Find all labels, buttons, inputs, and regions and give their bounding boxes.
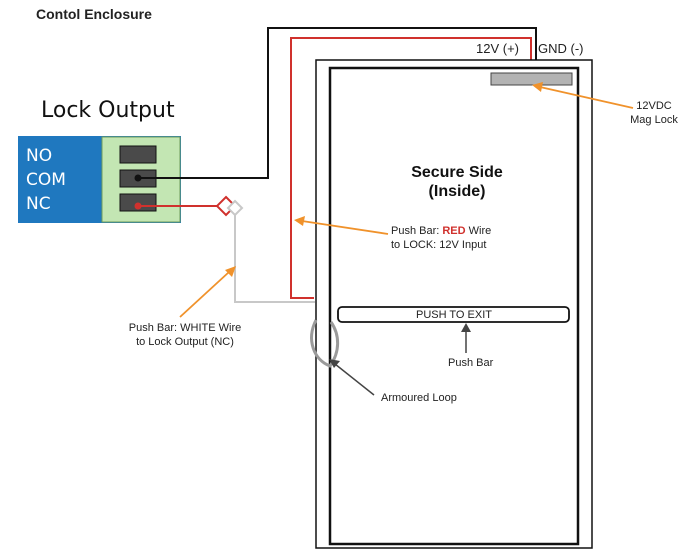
push-bar-label: Push Bar: [448, 357, 494, 369]
mag-lock: [490, 72, 573, 86]
nc-terminal-dot: [134, 202, 142, 210]
push-bar-arrow-head: [461, 323, 471, 332]
push-bar: [337, 306, 570, 323]
com-terminal-dot: [134, 174, 142, 182]
diagram-title: Contol Enclosure: [36, 6, 152, 22]
secure-side-line2: (Inside): [429, 183, 486, 200]
push-to-exit-label: PUSH TO EXIT: [416, 309, 492, 321]
mag-lock-label-line2: Mag Lock: [630, 114, 678, 126]
lock-output-heading: Lock Output: [41, 98, 175, 123]
red-wire-note-line2: to LOCK: 12V Input: [391, 239, 486, 251]
red-wire-arrow-head: [294, 216, 305, 226]
red-wire-note-line1: Push Bar: RED Wire: [391, 225, 491, 237]
red-wire-note-suffix: Wire: [466, 225, 492, 237]
terminal-no-label: NO: [26, 146, 52, 166]
mag-lock-arrow-line: [539, 86, 634, 109]
white-wire: [234, 215, 315, 303]
armoured-loop-arrow-head: [329, 359, 340, 368]
supply-gnd-label: GND (-): [538, 41, 584, 56]
red-wire-arrow-line: [301, 220, 389, 235]
supply-12v-label: 12V (+): [476, 41, 519, 56]
terminal-no-slot: [119, 145, 157, 164]
red-wire-12v: [290, 37, 532, 299]
armoured-loop-label: Armoured Loop: [381, 392, 457, 404]
red-wire-note-highlight: RED: [442, 225, 465, 237]
black-wire-com-gnd: [138, 27, 537, 179]
white-wire-note-line2: to Lock Output (NC): [136, 336, 234, 348]
white-wire-arrow-line: [179, 271, 230, 318]
white-wire-arrow-head: [225, 266, 236, 277]
secure-side-line1: Secure Side: [411, 164, 503, 181]
callout-arrows: [179, 82, 634, 396]
terminal-nc-label: NC: [26, 194, 51, 214]
mag-lock-arrow-head: [532, 82, 543, 92]
terminal-com-label: COM: [26, 170, 66, 190]
armoured-loop: [310, 319, 340, 368]
armoured-loop-arrow-line: [334, 363, 375, 396]
door-panel: [328, 66, 580, 546]
mag-lock-label-line1: 12VDC: [636, 100, 672, 112]
lock-output-panel: NO COM NC: [18, 136, 181, 223]
white-wire-note-line1: Push Bar: WHITE Wire: [129, 322, 241, 334]
red-wire-note-prefix: Push Bar:: [391, 225, 442, 237]
